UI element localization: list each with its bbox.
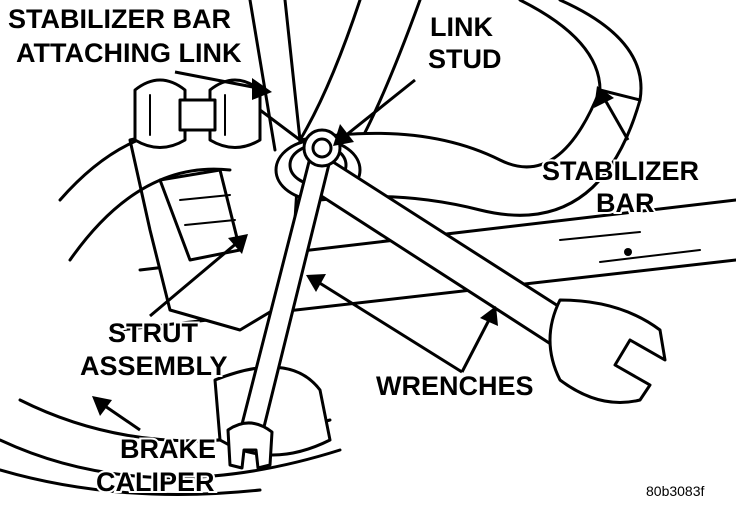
figure-code: 80b3083f [646,483,705,499]
attaching-link-label-line1: STABILIZER BAR [8,4,231,34]
stabilizer-bar [298,0,643,217]
leader-link-stud [333,78,416,146]
leader-attaching-link [174,70,272,100]
brake-caliper-label-line2: CALIPER [96,467,215,497]
open-end-wrench [310,158,667,404]
stabilizer-bar-label-line1: STABILIZER [542,156,699,186]
leader-wrenches [306,274,498,374]
link-stud-label-line2: STUD [428,44,502,74]
stabilizer-bar-label-line2: BAR [596,188,655,218]
strut-label-line1: STRUT [108,318,198,348]
box-end-wrench [226,128,342,470]
attaching-link-label-line2: ATTACHING LINK [16,38,242,68]
leader-brake-caliper [92,396,141,432]
stabilizer-bar-attaching-link [133,78,262,149]
link-stud-label-line1: LINK [430,12,493,42]
strut-label-line2: ASSEMBLY [80,351,228,381]
brake-caliper-label-line1: BRAKE [120,434,216,464]
leader-stabilizer-bar [594,86,630,141]
wrenches-label: WRENCHES [376,371,534,401]
leader-strut [149,234,248,318]
